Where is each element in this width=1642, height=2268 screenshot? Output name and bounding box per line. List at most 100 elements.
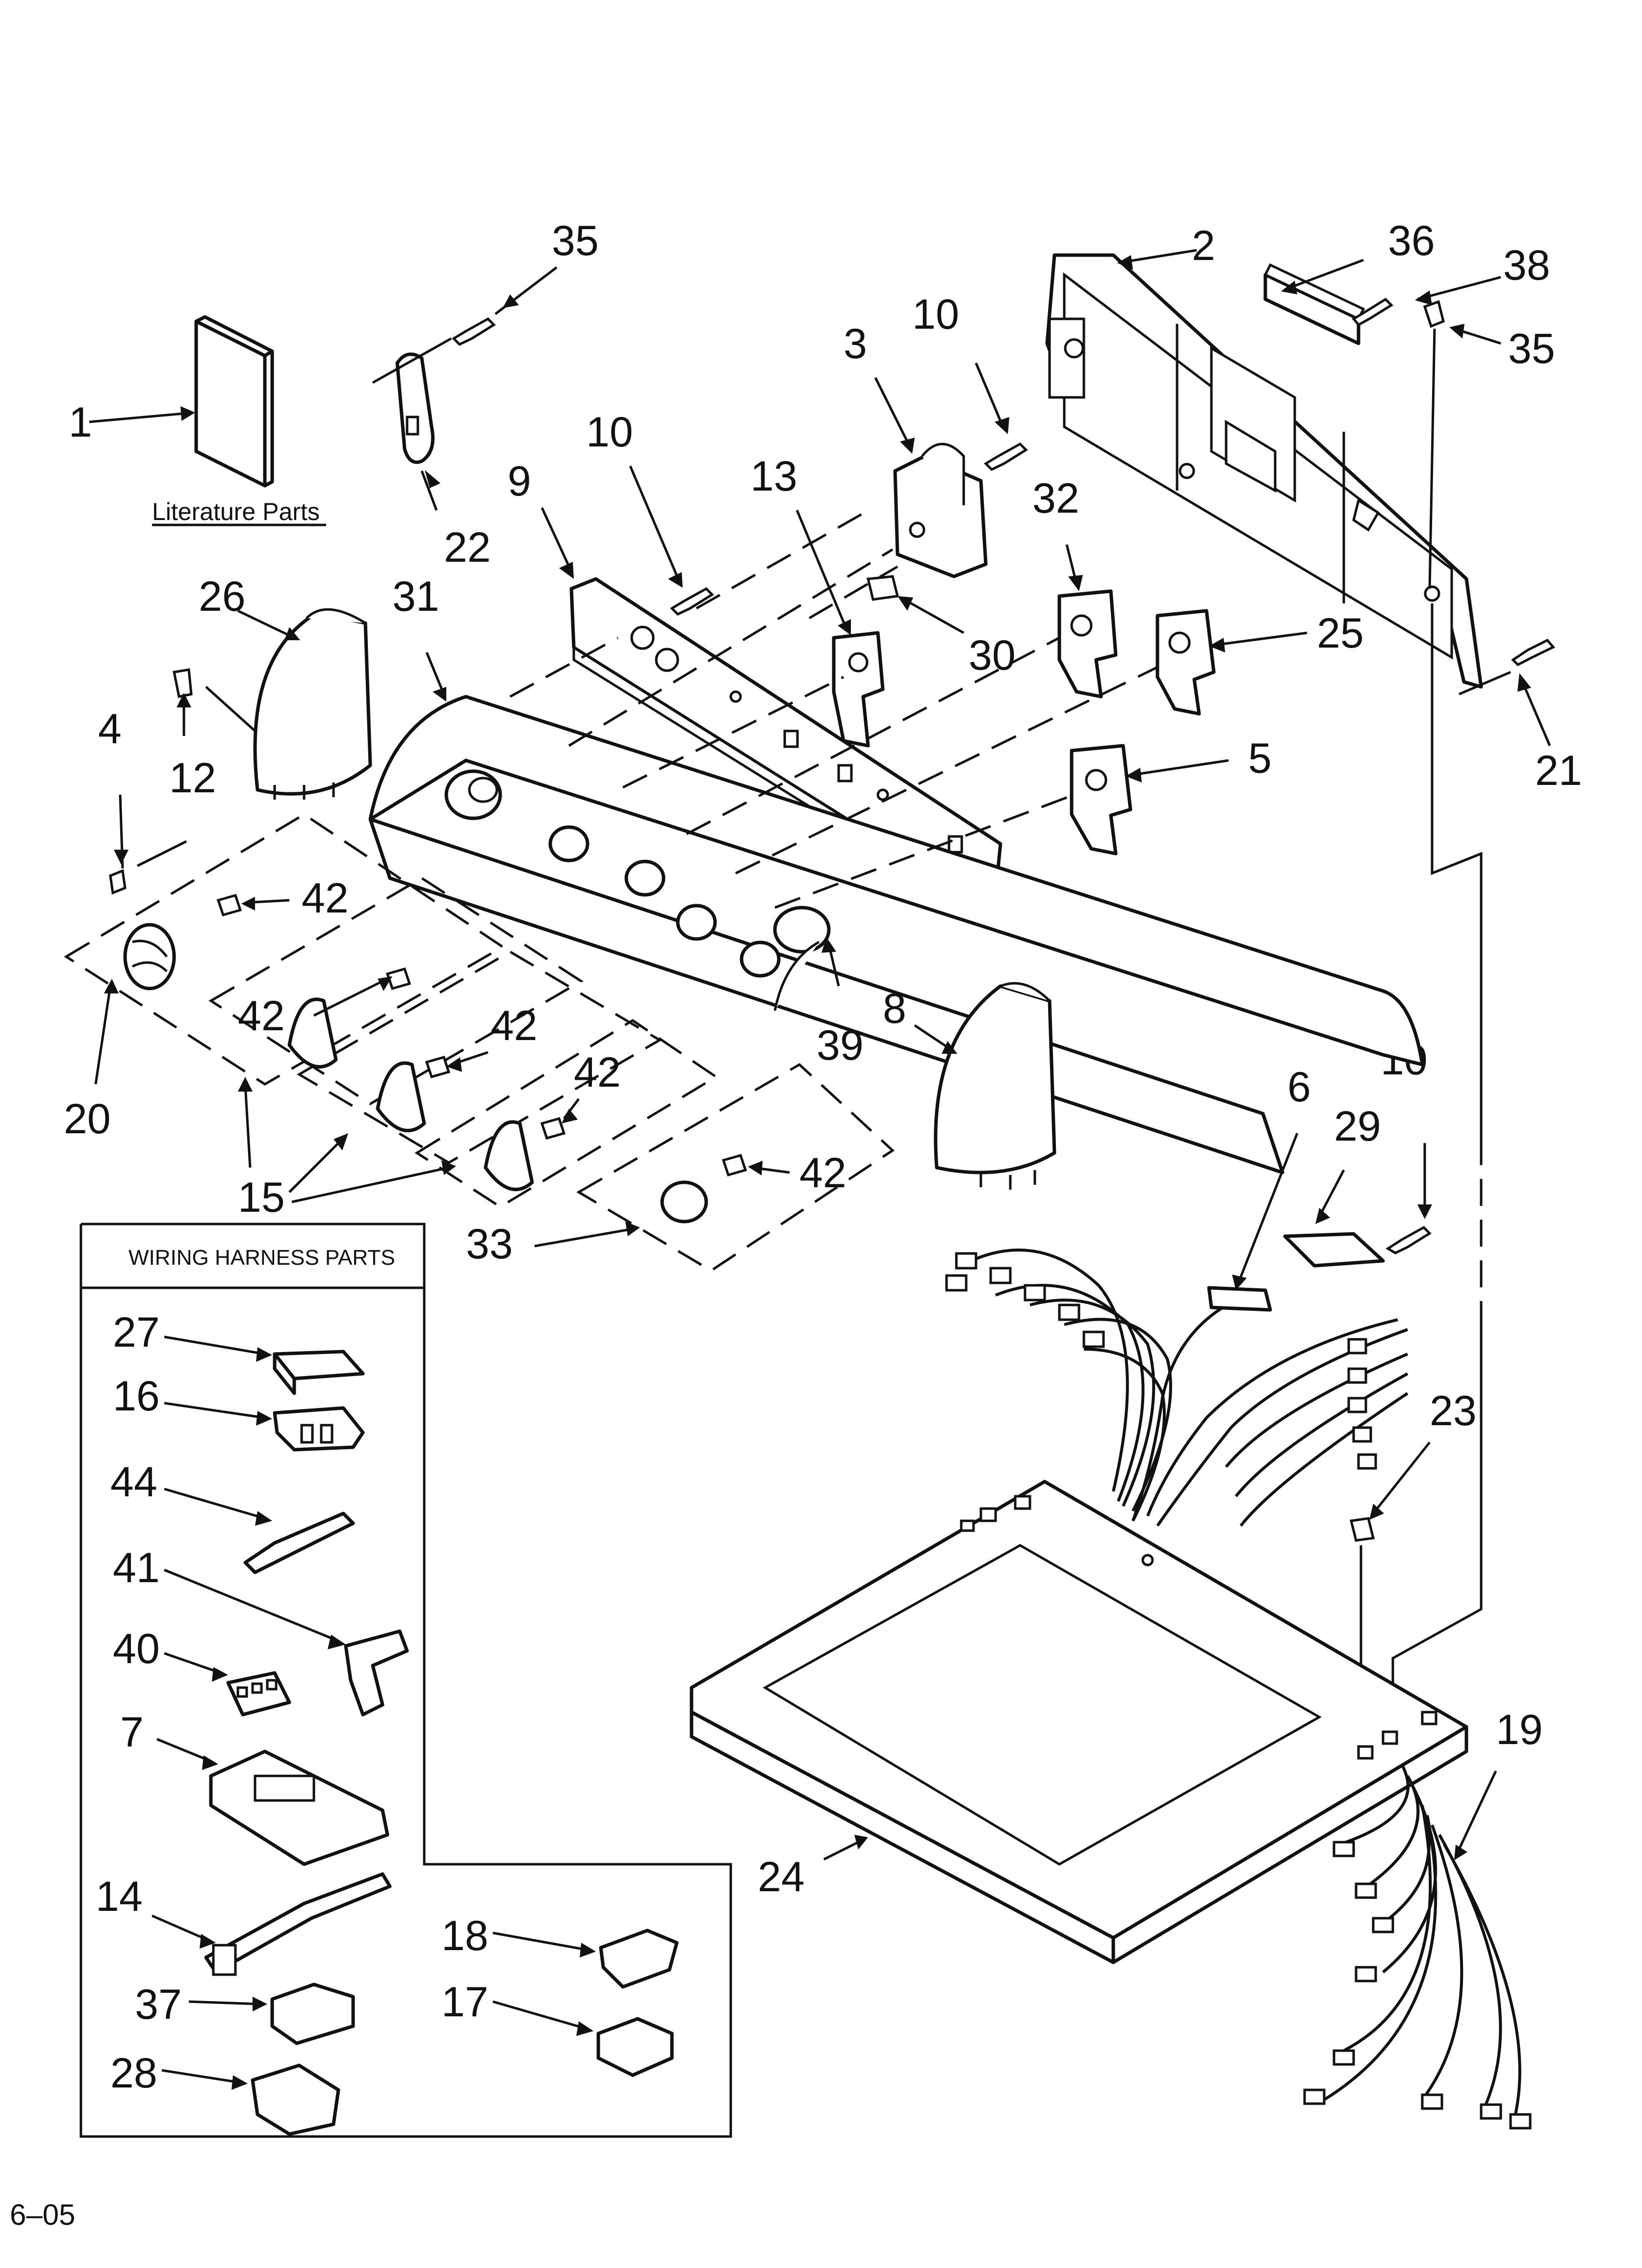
callout-3: 3 (844, 320, 867, 367)
callout-35-right: 35 (1508, 325, 1555, 372)
connector-6 (1207, 1133, 1299, 1312)
cable-tie-14 (152, 1872, 392, 1976)
callout-40: 40 (113, 1625, 160, 1672)
callout-14: 14 (96, 1873, 143, 1920)
clip-23 (1349, 1441, 1431, 1727)
knob-group-33 (534, 1063, 895, 1272)
callout-42e: 42 (799, 1149, 847, 1197)
literature-parts-label: Literature Parts (152, 498, 320, 525)
callout-24: 24 (758, 1853, 805, 1901)
knob-42d (562, 1098, 580, 1123)
callout-1: 1 (69, 399, 92, 446)
knob-42c (446, 1051, 488, 1072)
callout-42a: 42 (302, 875, 349, 922)
callout-38: 38 (1503, 242, 1550, 289)
callout-10-top: 10 (912, 291, 959, 338)
callout-10-middle: 10 (586, 409, 633, 456)
wire-harness-lower (1303, 1765, 1532, 2130)
timer-3 (874, 377, 988, 578)
clip-30 (866, 575, 965, 634)
callout-26: 26 (199, 573, 246, 620)
connector-28 (161, 2063, 340, 2136)
connector-40 (164, 1652, 291, 1717)
callout-20: 20 (64, 1095, 111, 1143)
callout-22: 22 (444, 524, 491, 571)
callout-37: 37 (135, 1981, 182, 2028)
end-cap-26 (237, 608, 372, 800)
callout-32: 32 (1032, 475, 1079, 522)
callout-23: 23 (1430, 1387, 1477, 1434)
connector-18 (492, 1929, 679, 1989)
callout-31: 31 (392, 573, 439, 620)
callout-25: 25 (1317, 610, 1364, 657)
switch-25 (1155, 609, 1308, 716)
knob-42a (216, 893, 290, 917)
connector-16 (164, 1402, 365, 1452)
callout-18: 18 (441, 1912, 488, 1959)
console-back-frame (1045, 249, 1483, 689)
callout-30: 30 (969, 632, 1016, 679)
terminal-44 (164, 1487, 355, 1574)
callout-12: 12 (169, 755, 216, 802)
screw-4 (109, 794, 187, 895)
lens-39 (773, 937, 840, 1011)
callout-6: 6 (1287, 1064, 1311, 1111)
clip-29 (1283, 1169, 1385, 1268)
callout-29: 29 (1334, 1103, 1381, 1150)
screw-35-left (451, 266, 558, 346)
callout-15: 15 (238, 1174, 285, 1221)
callout-33: 33 (466, 1221, 513, 1268)
callout-19: 19 (1496, 1706, 1543, 1753)
switch-13 (795, 510, 885, 748)
end-cap-8 (914, 982, 1056, 1190)
literature-booklet (89, 315, 274, 488)
callout-8: 8 (883, 985, 906, 1032)
console-panel-31 (368, 652, 1424, 1174)
callout-36: 36 (1388, 217, 1435, 264)
callout-42c: 42 (490, 1002, 538, 1049)
switch-32 (1057, 544, 1118, 699)
callout-42d: 42 (574, 1049, 621, 1096)
bracket-22 (372, 337, 452, 511)
callout-21: 21 (1535, 747, 1582, 794)
callout-44: 44 (110, 1459, 157, 1506)
callout-17: 17 (441, 1979, 488, 2026)
callout-16: 16 (113, 1373, 160, 1420)
connector-37 (188, 1982, 355, 2045)
clip-41 (164, 1568, 409, 1717)
callout-39: 39 (817, 1022, 864, 1069)
callout-27: 27 (113, 1309, 160, 1356)
callout-35-top: 35 (552, 217, 599, 264)
knob-group-15 (208, 877, 718, 1208)
screw-38 (1352, 276, 1501, 327)
screw-12 (173, 668, 256, 736)
connector-7 (156, 1738, 389, 1866)
harness-box-title: WIRING HARNESS PARTS (128, 1246, 395, 1270)
callout-41: 41 (113, 1544, 160, 1591)
screw-35-right (1423, 300, 1501, 589)
wire-harness-upper (945, 1249, 1409, 1527)
page-code: 6–05 (10, 2198, 75, 2231)
callout-5: 5 (1248, 735, 1272, 782)
screw-10-middle (629, 466, 714, 616)
connector-27 (164, 1335, 365, 1395)
screw-10-right (1385, 1143, 1432, 1254)
assembly-dash-lines (509, 506, 1483, 1722)
callout-4: 4 (98, 705, 122, 753)
knob-42b (313, 976, 392, 1017)
connector-17 (492, 2000, 674, 2077)
screw-21 (1459, 638, 1556, 746)
callout-2: 2 (1192, 222, 1215, 269)
knob-group-20 (64, 813, 505, 1086)
switch-5 (1070, 744, 1229, 856)
wiring-harness-box (79, 1223, 732, 2138)
callout-13: 13 (750, 453, 797, 500)
clip-36 (1263, 259, 1365, 345)
callout-9: 9 (508, 458, 531, 505)
callout-28: 28 (110, 2050, 157, 2097)
callout-42b: 42 (238, 992, 285, 1040)
screw-10-top (975, 363, 1028, 471)
callout-7: 7 (120, 1709, 144, 1756)
top-cover-24 (690, 1480, 1468, 1964)
